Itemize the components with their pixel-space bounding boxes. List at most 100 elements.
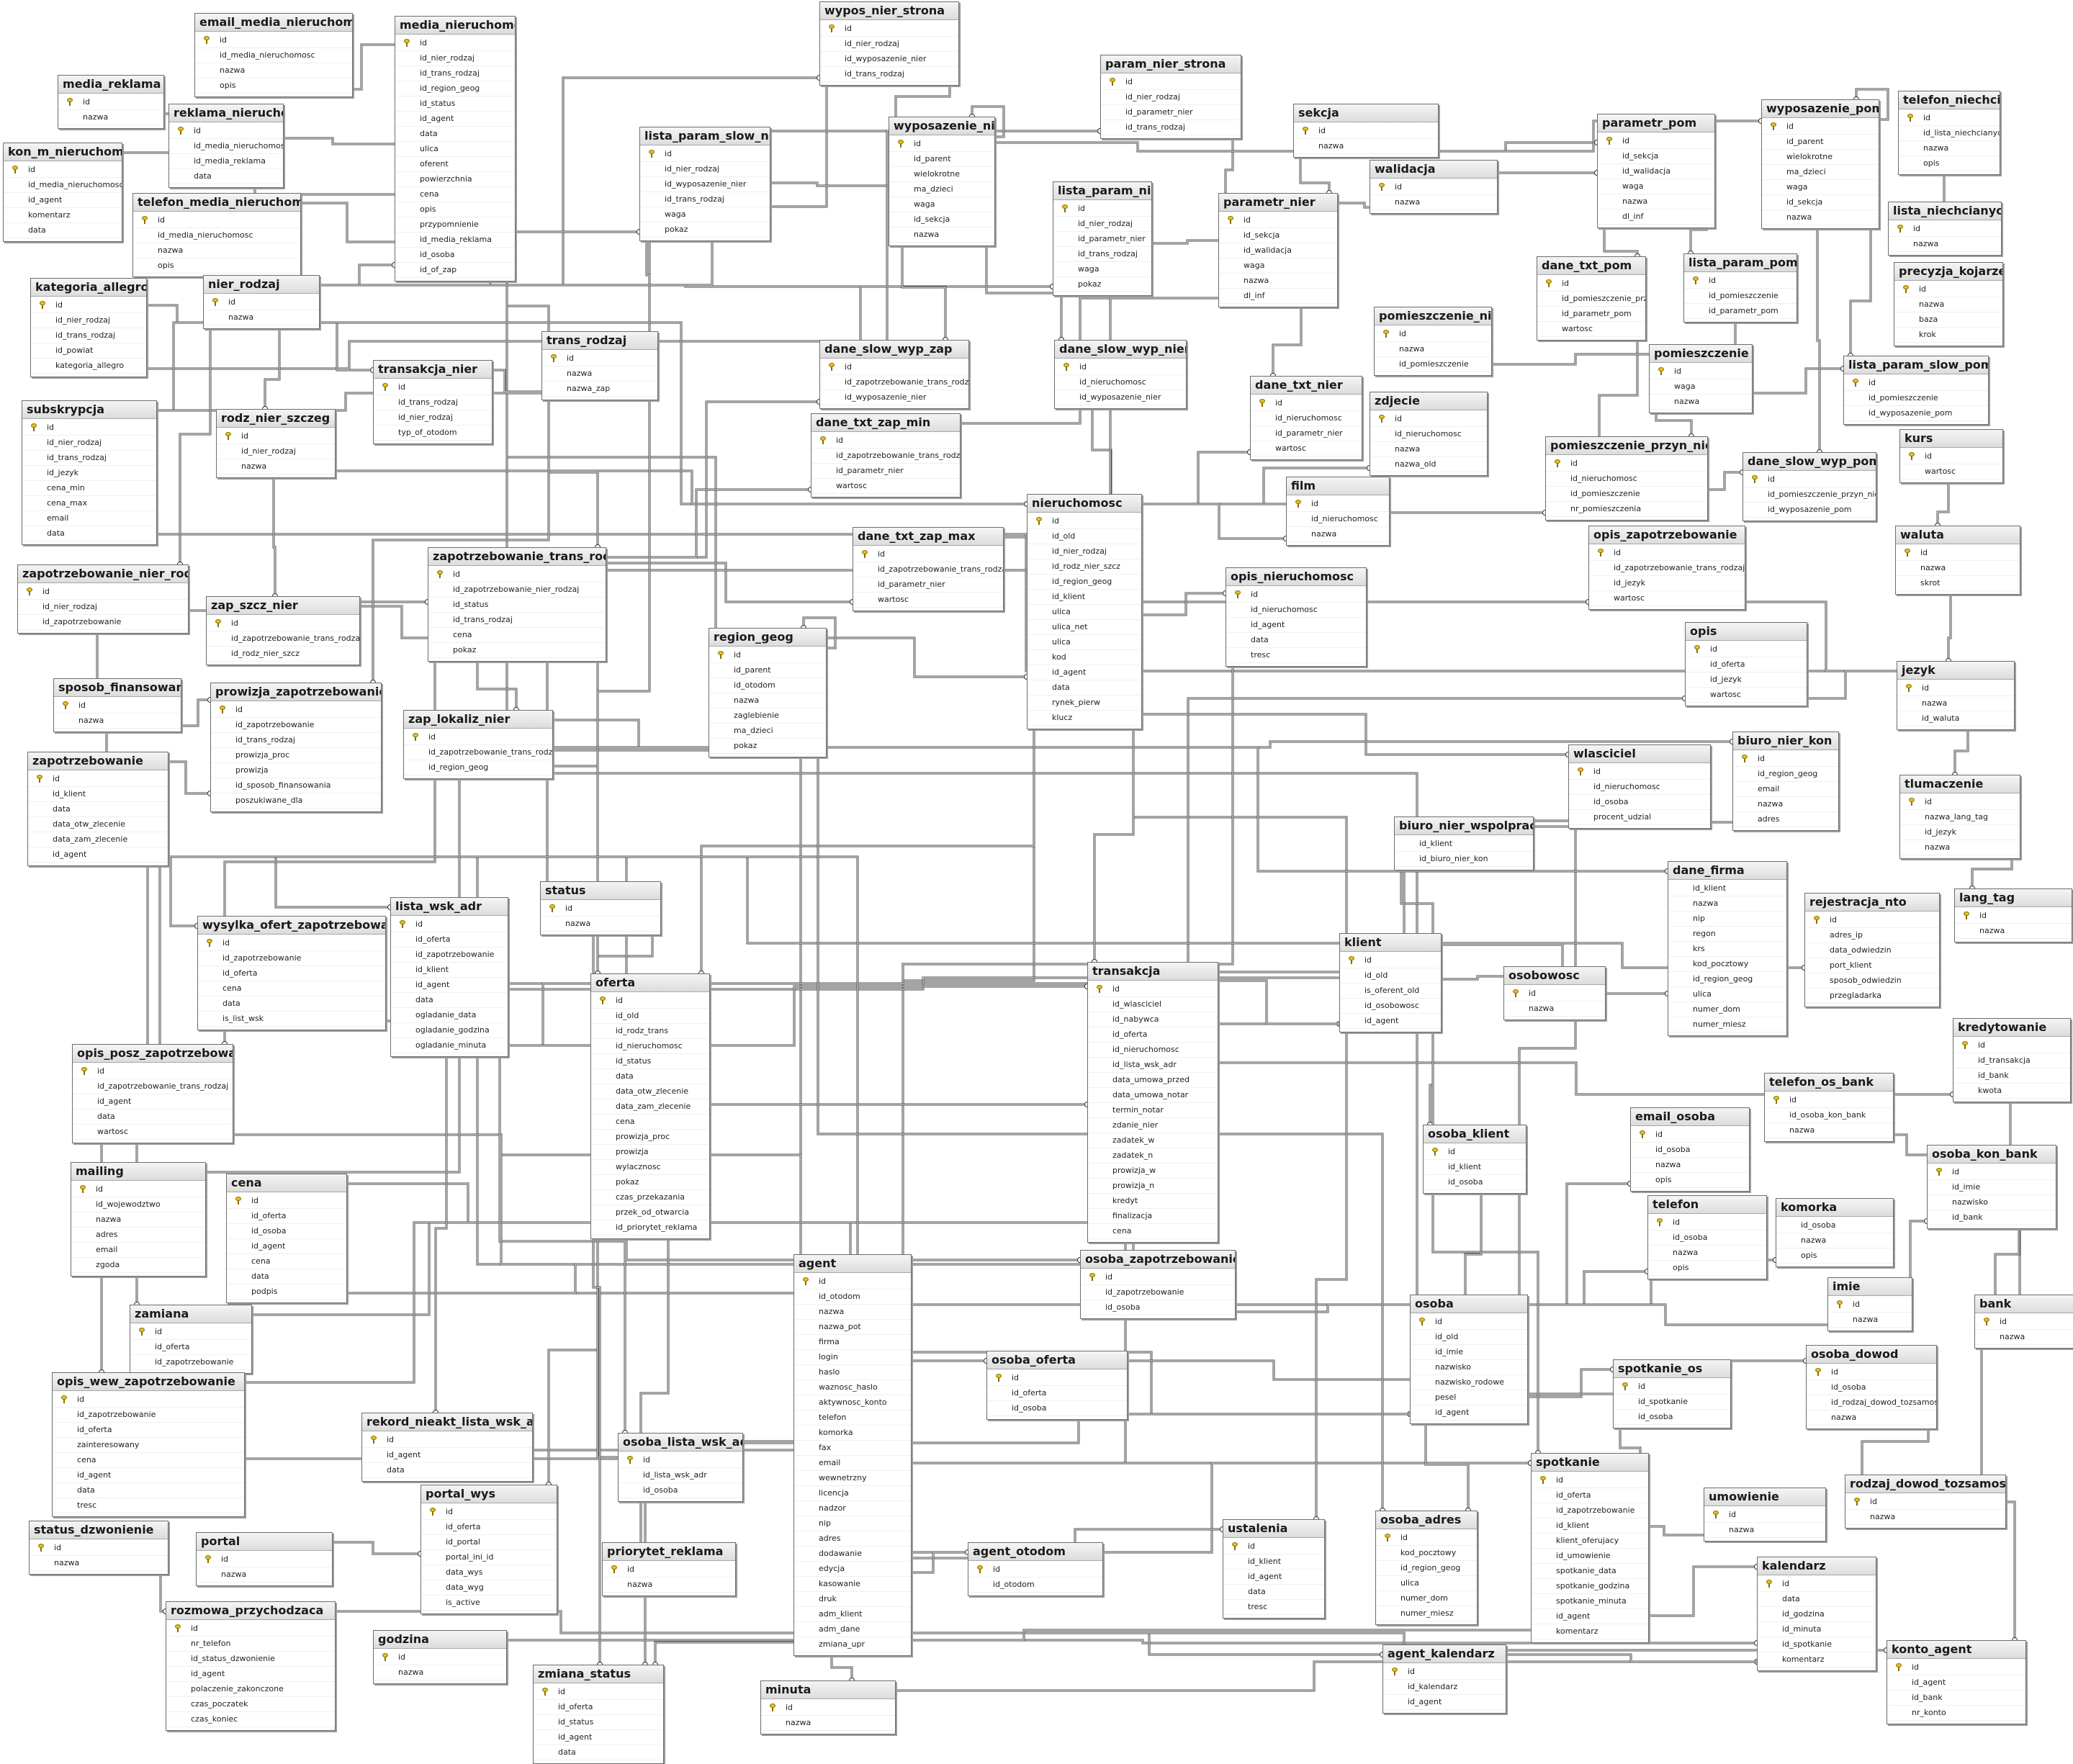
column-row[interactable]: id_agent bbox=[1887, 1675, 2025, 1691]
column-row[interactable]: id_oferta bbox=[1686, 657, 1807, 672]
column-row[interactable]: cena bbox=[198, 981, 385, 996]
column-row[interactable]: prowizja bbox=[591, 1145, 709, 1160]
column-row[interactable]: id_parametr_pom bbox=[1684, 304, 1797, 319]
column-row[interactable]: nazwa bbox=[1650, 395, 1752, 410]
column-row[interactable]: id_nieruchomosc bbox=[591, 1039, 709, 1054]
column-row[interactable]: id_oferta bbox=[1532, 1488, 1648, 1503]
column-row[interactable]: prowizja_proc bbox=[211, 748, 381, 763]
column-row[interactable]: id_agent bbox=[1226, 618, 1366, 633]
column-row[interactable]: haslo bbox=[794, 1365, 911, 1380]
column-row[interactable]: id_lista_wsk_adr bbox=[1088, 1058, 1218, 1073]
column-row[interactable]: id_portal bbox=[421, 1535, 557, 1550]
column-row[interactable]: kod bbox=[1027, 650, 1141, 665]
column-row[interactable]: is_list_wsk bbox=[198, 1012, 385, 1027]
column-row[interactable]: id_nier_rodzaj bbox=[1101, 90, 1241, 105]
column-row[interactable]: prowizja_w bbox=[1088, 1164, 1218, 1179]
column-row[interactable]: cena bbox=[227, 1254, 346, 1269]
column-row[interactable]: ma_dzieci bbox=[1762, 165, 1879, 180]
column-row[interactable]: id_nieruchomosc bbox=[1226, 603, 1366, 618]
column-row[interactable]: przypomnienie bbox=[395, 217, 515, 233]
column-row[interactable]: id bbox=[362, 1433, 532, 1448]
column-row[interactable]: id bbox=[1765, 1093, 1893, 1108]
column-row[interactable]: id_nier_rodzaj bbox=[217, 444, 335, 459]
column-row[interactable]: data_odwiedzin bbox=[1805, 943, 1939, 958]
column-row[interactable]: krok bbox=[1894, 328, 2002, 343]
column-row[interactable]: id bbox=[204, 295, 319, 310]
column-row[interactable]: id bbox=[1953, 1038, 2070, 1053]
column-row[interactable]: id bbox=[1900, 449, 2002, 464]
column-row[interactable]: id_agent bbox=[28, 847, 168, 863]
table-pomieszczenie-nier[interactable]: pomieszczenie_nieridnazwaid_pomieszczeni… bbox=[1374, 307, 1492, 376]
column-row[interactable]: id bbox=[1896, 546, 2020, 561]
column-row[interactable]: data_otw_zlecenie bbox=[591, 1084, 709, 1099]
column-row[interactable]: id_media_nieruchomosc bbox=[4, 178, 122, 193]
column-row[interactable]: opis bbox=[1776, 1248, 1893, 1264]
column-row[interactable]: komentarz bbox=[4, 208, 122, 223]
column-row[interactable]: id_zapotrzebowanie_trans_rodzaj bbox=[820, 375, 968, 390]
column-row[interactable]: ogladanie_godzina bbox=[391, 1023, 508, 1038]
column-row[interactable]: numer_miesz bbox=[1376, 1606, 1477, 1621]
column-row[interactable]: id bbox=[166, 1621, 335, 1637]
column-row[interactable]: nadzor bbox=[794, 1501, 911, 1516]
column-row[interactable]: id bbox=[1955, 909, 2072, 924]
column-row[interactable]: id_jezyk bbox=[1900, 825, 2020, 840]
column-row[interactable]: nazwa bbox=[204, 310, 319, 325]
column-row[interactable]: id_zapotrzebowanie_trans_rodzaj bbox=[207, 631, 359, 647]
column-row[interactable]: kredyt bbox=[1088, 1194, 1218, 1209]
column-row[interactable]: id_osoba bbox=[1648, 1230, 1766, 1246]
column-row[interactable]: id bbox=[1053, 202, 1151, 217]
column-row[interactable]: id_nabywca bbox=[1088, 1012, 1218, 1027]
column-row[interactable]: nazwa bbox=[1899, 141, 2000, 156]
column-row[interactable]: id bbox=[1704, 1508, 1825, 1523]
column-row[interactable]: id_old bbox=[1340, 968, 1441, 984]
column-row[interactable]: id bbox=[1631, 1128, 1749, 1143]
column-row[interactable]: nazwisko bbox=[1928, 1195, 2056, 1210]
column-row[interactable]: id_zapotrzebowanie_trans_rodzaj bbox=[1589, 561, 1745, 576]
column-row[interactable]: id_agent bbox=[1340, 1014, 1441, 1029]
column-row[interactable]: id_trans_rodzaj bbox=[31, 328, 146, 343]
column-row[interactable]: id bbox=[1532, 1473, 1648, 1488]
column-row[interactable]: id_walidacja bbox=[1219, 243, 1337, 258]
column-row[interactable]: id bbox=[1546, 456, 1707, 472]
column-row[interactable]: id_sekcja bbox=[1762, 195, 1879, 210]
column-row[interactable]: nazwa bbox=[1845, 1510, 2005, 1525]
column-row[interactable]: data bbox=[1027, 680, 1141, 696]
column-row[interactable]: id_oferta bbox=[421, 1520, 557, 1535]
column-row[interactable]: id_wyposazenie_pom bbox=[1844, 406, 1988, 421]
column-row[interactable]: id_status bbox=[591, 1054, 709, 1069]
column-row[interactable]: wewnetrzny bbox=[794, 1471, 911, 1486]
column-row[interactable]: id_status bbox=[534, 1715, 663, 1730]
column-row[interactable]: dl_inf bbox=[1598, 210, 1714, 225]
column-row[interactable]: nazwa bbox=[1648, 1246, 1766, 1261]
column-row[interactable]: id_biuro_nier_kon bbox=[1395, 852, 1533, 867]
column-row[interactable]: id_zapotrzebowanie bbox=[198, 951, 385, 966]
column-row[interactable]: id_nier_rodzaj bbox=[31, 313, 146, 328]
column-row[interactable]: id_nier_rodzaj bbox=[640, 162, 770, 177]
column-row[interactable]: spotkanie_godzina bbox=[1532, 1579, 1648, 1594]
column-row[interactable]: id_rodz_trans bbox=[591, 1024, 709, 1039]
column-row[interactable]: licencja bbox=[794, 1486, 911, 1501]
column-row[interactable]: data bbox=[169, 169, 283, 184]
column-row[interactable]: id_sekcja bbox=[1219, 228, 1337, 243]
column-row[interactable]: id bbox=[31, 298, 146, 313]
column-row[interactable]: data_umowa_notar bbox=[1088, 1088, 1218, 1103]
column-row[interactable]: id_parametr_nier bbox=[1101, 105, 1241, 120]
column-row[interactable]: id_pomieszczenie bbox=[1844, 391, 1988, 406]
column-row[interactable]: id_oferta bbox=[534, 1700, 663, 1715]
column-row[interactable]: kategoria_allegro bbox=[31, 359, 146, 374]
